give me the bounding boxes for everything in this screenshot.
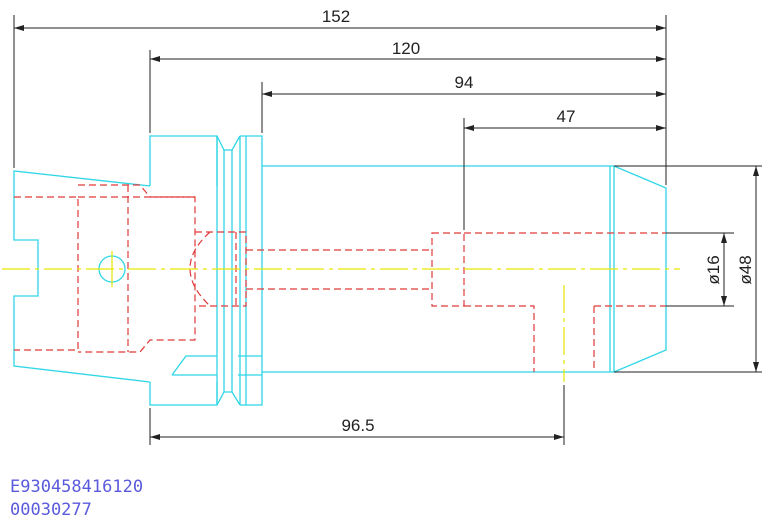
dim-152-label: 152 — [322, 7, 350, 26]
taper-shank — [13, 170, 151, 383]
flange-body — [149, 135, 218, 186]
dim-94-label: 94 — [455, 73, 474, 92]
dia-16-label: ø16 — [704, 255, 723, 284]
keyway — [171, 355, 217, 376]
part-code-line-1: E930458416120 — [10, 477, 143, 497]
v-groove — [216, 135, 241, 151]
dimension-lines — [13, 15, 762, 445]
dim-96-5-label: 96.5 — [341, 416, 374, 435]
dim-120-label: 120 — [392, 39, 420, 58]
dim-47-label: 47 — [557, 107, 576, 126]
part-code-line-2: 00030277 — [10, 500, 92, 520]
centerlines — [2, 251, 680, 382]
flange-lower — [149, 382, 218, 406]
dia-48-label: ø48 — [736, 255, 755, 284]
